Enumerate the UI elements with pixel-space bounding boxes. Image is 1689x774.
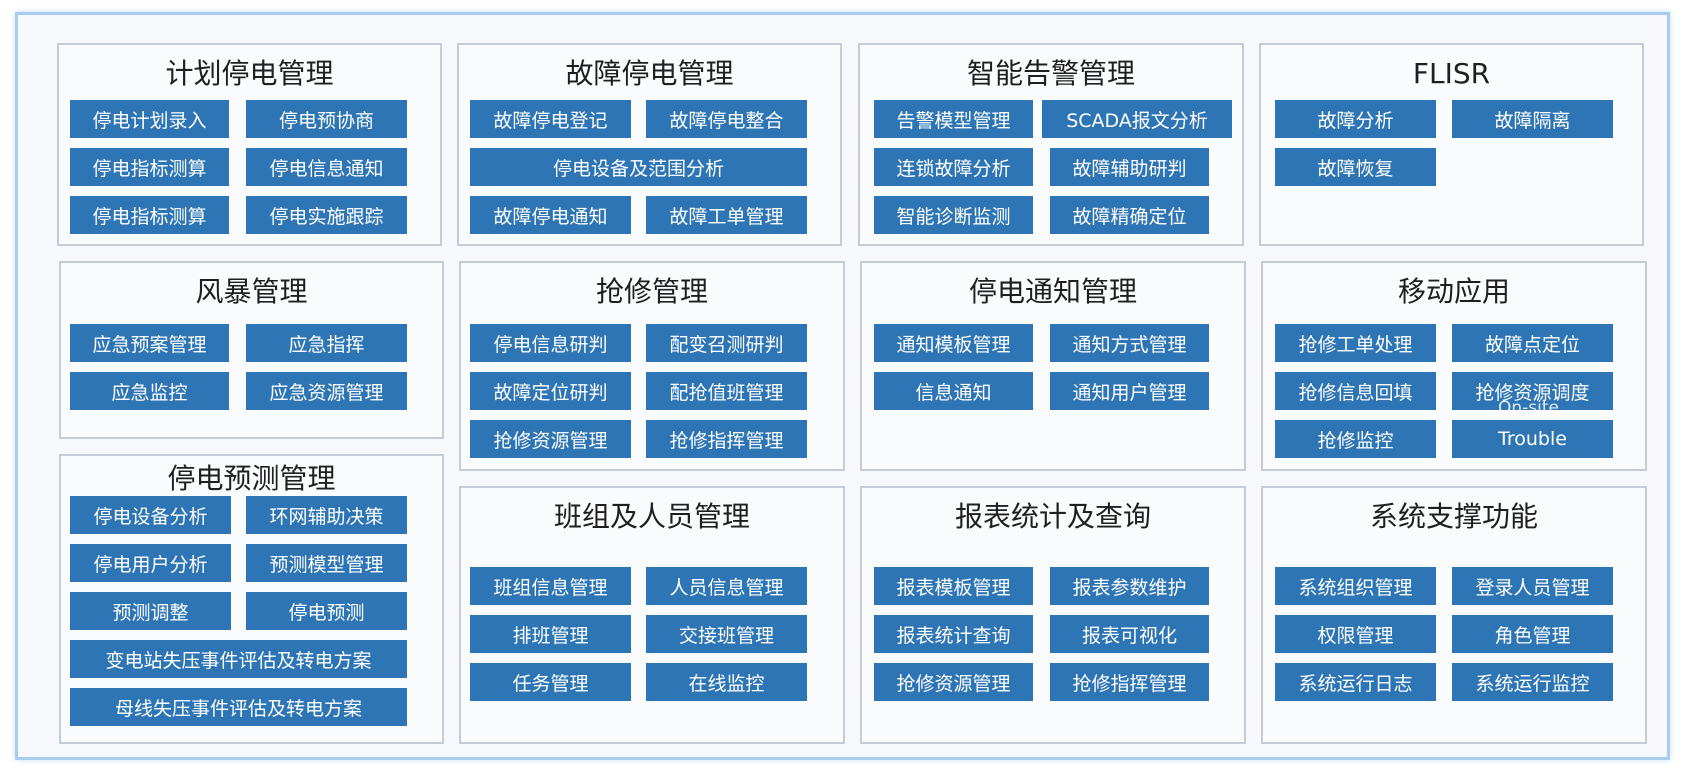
module-button[interactable]: 连锁故障分析 (874, 148, 1033, 186)
module-button[interactable]: 停电信息通知 (246, 148, 407, 186)
module-button[interactable]: 停电计划录入 (70, 100, 229, 138)
module-button[interactable]: 交接班管理 (646, 615, 807, 653)
module-button[interactable]: 应急预案管理 (70, 324, 229, 362)
panel-plan-outage: 计划停电管理 停电计划录入 停电预协商 停电指标测算 停电信息通知 停电指标测算… (57, 43, 442, 246)
module-button[interactable]: 故障分析 (1275, 100, 1436, 138)
module-button[interactable]: 抢修指挥管理 (1050, 663, 1209, 701)
panel-title: 系统支撑功能 (1369, 500, 1538, 533)
module-button[interactable]: 抢修资源管理 (470, 420, 631, 458)
module-button[interactable]: 停电信息研判 (470, 324, 631, 362)
module-button[interactable]: 报表模板管理 (874, 567, 1033, 605)
module-button[interactable]: 在线监控 (646, 663, 807, 701)
panel-title: 风暴管理 (195, 275, 308, 308)
module-button[interactable]: 故障停电登记 (470, 100, 631, 138)
panel-title: 抢修管理 (595, 275, 708, 308)
module-button[interactable]: 故障定位研判 (470, 372, 631, 410)
module-button[interactable]: 告警模型管理 (874, 100, 1033, 138)
module-button[interactable]: 故障点定位 (1452, 324, 1613, 362)
module-button[interactable]: 故障隔离 (1452, 100, 1613, 138)
module-button[interactable]: 抢修指挥管理 (646, 420, 807, 458)
module-button[interactable]: 预测调整 (70, 592, 231, 630)
panel-title: 智能告警管理 (966, 57, 1135, 90)
module-button[interactable]: 抢修工单处理 (1275, 324, 1436, 362)
module-button[interactable]: 信息通知 (874, 372, 1033, 410)
module-button[interactable]: 停电设备分析 (70, 496, 231, 534)
panel-title: 报表统计及查询 (954, 500, 1151, 533)
panel-title: 移动应用 (1397, 275, 1510, 308)
module-button[interactable]: 排班管理 (470, 615, 631, 653)
module-button[interactable]: 智能诊断监测 (874, 196, 1033, 234)
panel-title: 计划停电管理 (165, 57, 334, 90)
module-button[interactable]: 通知用户管理 (1050, 372, 1209, 410)
panel-storm: 风暴管理 应急预案管理 应急指挥 应急监控 应急资源管理 (59, 261, 444, 439)
module-button[interactable]: 抢修信息回填 (1275, 372, 1436, 410)
module-button[interactable]: 通知模板管理 (874, 324, 1033, 362)
module-button[interactable]: 停电预协商 (246, 100, 407, 138)
panel-outage-notice: 停电通知管理 通知模板管理 通知方式管理 信息通知 通知用户管理 (860, 261, 1246, 471)
module-button[interactable]: 故障辅助研判 (1050, 148, 1209, 186)
panel-system: 系统支撑功能 系统组织管理 登录人员管理 权限管理 角色管理 系统运行日志 系统… (1261, 486, 1647, 744)
module-button[interactable]: 抢修监控 (1275, 420, 1436, 458)
module-button[interactable]: SCADA报文分析 (1042, 100, 1232, 138)
module-button[interactable]: 抢修资源管理 (874, 663, 1033, 701)
module-button[interactable]: 应急资源管理 (246, 372, 407, 410)
module-button[interactable]: 故障精确定位 (1050, 196, 1209, 234)
module-button[interactable]: 通知方式管理 (1050, 324, 1209, 362)
panel-repair: 抢修管理 停电信息研判 配变召测研判 故障定位研判 配抢值班管理 抢修资源管理 … (459, 261, 845, 471)
module-button[interactable]: 配变召测研判 (646, 324, 807, 362)
module-button[interactable]: 故障工单管理 (646, 196, 807, 234)
module-button[interactable]: 环网辅助决策 (246, 496, 407, 534)
module-button[interactable]: 系统运行监控 (1452, 663, 1613, 701)
module-button[interactable]: 登录人员管理 (1452, 567, 1613, 605)
module-button[interactable]: 故障恢复 (1275, 148, 1436, 186)
module-button[interactable]: 抢修资源调度 (1452, 372, 1613, 410)
panel-title: 班组及人员管理 (553, 500, 750, 533)
module-button[interactable]: 预测模型管理 (246, 544, 407, 582)
module-button[interactable]: 停电预测 (246, 592, 407, 630)
panel-fault-outage: 故障停电管理 故障停电登记 故障停电整合 停电设备及范围分析 故障停电通知 故障… (457, 43, 842, 246)
module-button[interactable]: 应急监控 (70, 372, 229, 410)
module-button[interactable]: 报表可视化 (1050, 615, 1209, 653)
panel-flisr: FLISR 故障分析 故障隔离 故障恢复 (1259, 43, 1644, 246)
panel-report: 报表统计及查询 报表模板管理 报表参数维护 报表统计查询 报表可视化 抢修资源管… (860, 486, 1246, 744)
module-button[interactable]: 母线失压事件评估及转电方案 (70, 688, 407, 726)
panel-team: 班组及人员管理 班组信息管理 人员信息管理 排班管理 交接班管理 任务管理 在线… (459, 486, 845, 744)
module-button[interactable]: 报表统计查询 (874, 615, 1033, 653)
module-button[interactable]: 停电指标测算 (70, 148, 229, 186)
module-button[interactable]: Trouble (1452, 420, 1613, 458)
module-button[interactable]: 系统组织管理 (1275, 567, 1436, 605)
panel-mobile: 移动应用 抢修工单处理 故障点定位 抢修信息回填 抢修资源调度 抢修监控 Tro… (1261, 261, 1647, 471)
panel-smart-alarm: 智能告警管理 告警模型管理 SCADA报文分析 连锁故障分析 故障辅助研判 智能… (858, 43, 1244, 246)
module-button[interactable]: 配抢值班管理 (646, 372, 807, 410)
module-button[interactable]: 停电指标测算 (70, 196, 229, 234)
panel-title: 故障停电管理 (565, 57, 734, 90)
module-button[interactable]: 任务管理 (470, 663, 631, 701)
module-button[interactable]: 故障停电通知 (470, 196, 631, 234)
module-button[interactable]: 角色管理 (1452, 615, 1613, 653)
module-button[interactable]: 停电设备及范围分析 (470, 148, 807, 186)
panel-title: 停电通知管理 (968, 275, 1137, 308)
module-button[interactable]: 故障停电整合 (646, 100, 807, 138)
module-button[interactable]: 停电用户分析 (70, 544, 231, 582)
panel-title: FLISR (1412, 57, 1491, 90)
module-button[interactable]: 报表参数维护 (1050, 567, 1209, 605)
module-button[interactable]: 人员信息管理 (646, 567, 807, 605)
module-button[interactable]: 停电实施跟踪 (246, 196, 407, 234)
module-button[interactable]: 变电站失压事件评估及转电方案 (70, 640, 407, 678)
panel-forecast: 停电预测管理 停电设备分析 环网辅助决策 停电用户分析 预测模型管理 预测调整 … (59, 454, 444, 744)
module-button[interactable]: 班组信息管理 (470, 567, 631, 605)
module-button[interactable]: 系统运行日志 (1275, 663, 1436, 701)
module-button[interactable]: 权限管理 (1275, 615, 1436, 653)
module-button[interactable]: 应急指挥 (246, 324, 407, 362)
panel-title: 停电预测管理 (167, 462, 336, 495)
